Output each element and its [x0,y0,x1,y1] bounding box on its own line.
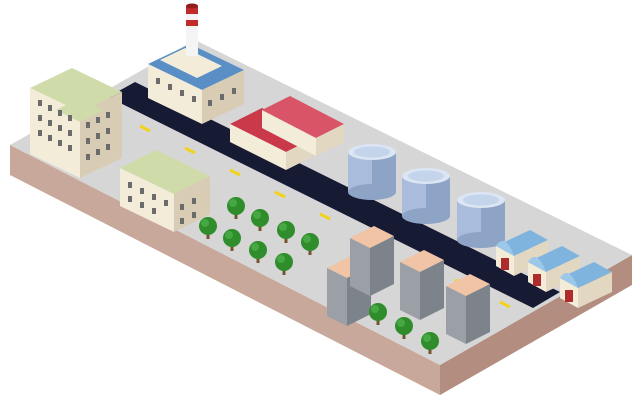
office-building [30,68,122,178]
gray-apartment-tower [350,226,394,296]
factory-with-chimney [148,3,244,124]
gray-apartment-tower [400,250,444,320]
red-roof-warehouse [262,96,344,156]
storage-tank [402,168,450,224]
small-office [120,150,210,232]
storage-tank [348,144,396,200]
chimney [186,3,198,56]
ground-left-side [10,145,440,395]
gray-apartment-tower [446,274,490,344]
storage-tank [457,192,505,248]
